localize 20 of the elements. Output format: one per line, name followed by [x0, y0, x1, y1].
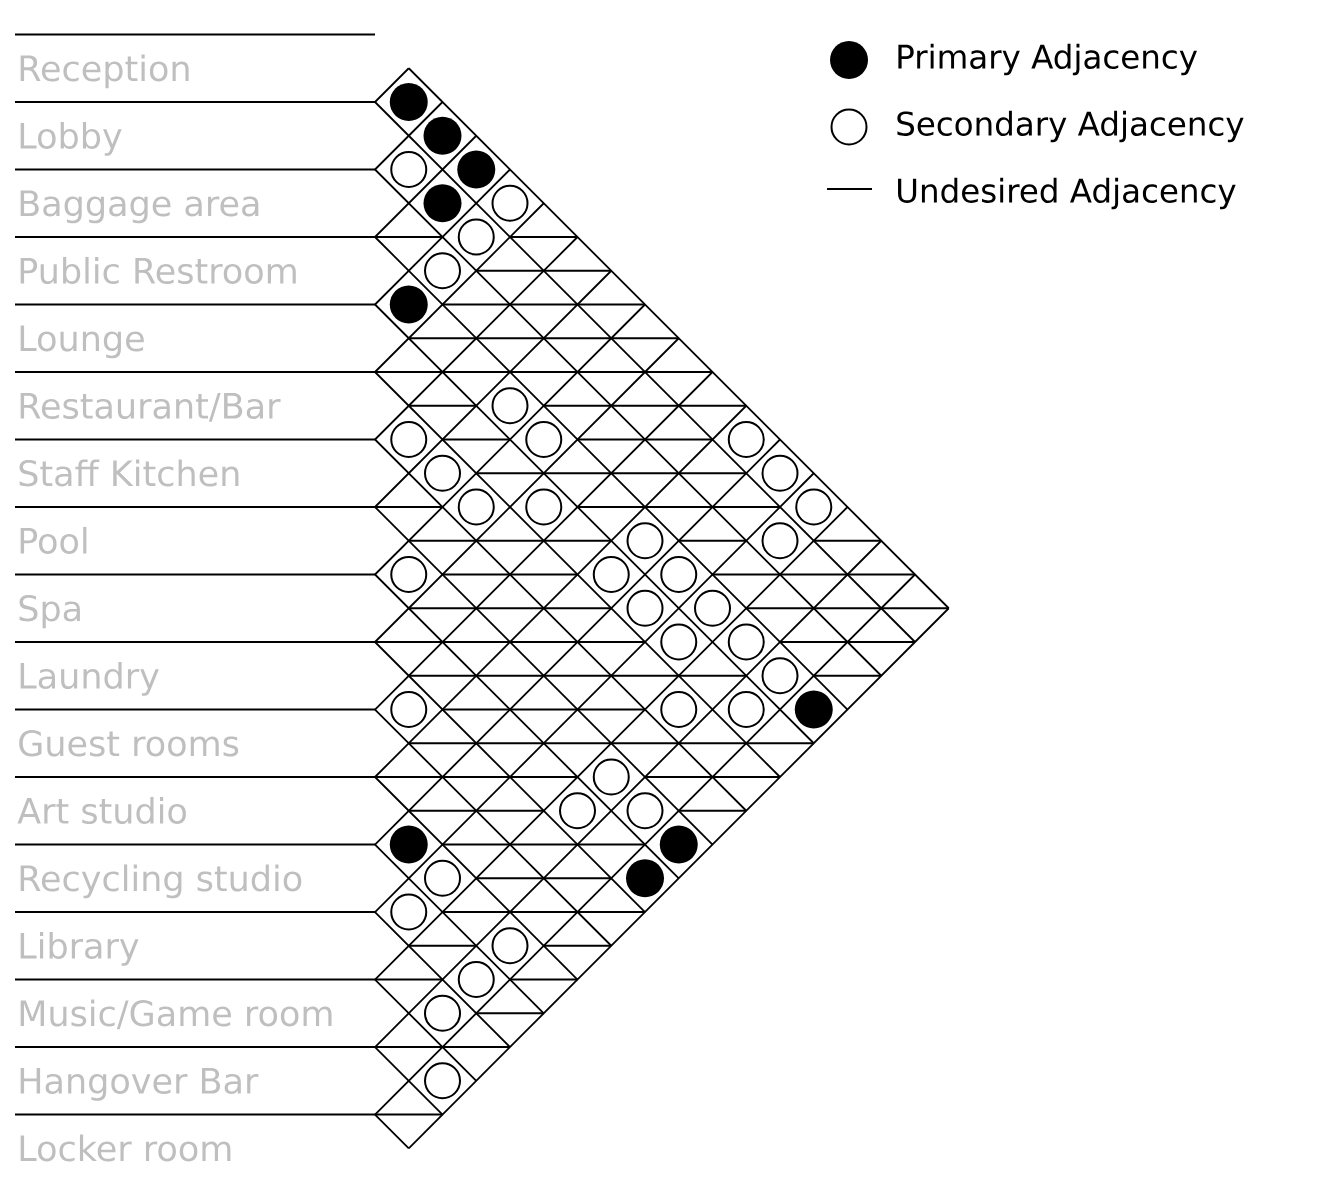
legend-label: Secondary Adjacency — [897, 110, 1244, 143]
room-label: Locker room — [20, 1134, 231, 1162]
room-label: Pool — [20, 526, 87, 554]
legend-label: Undesired Adjacency — [898, 177, 1236, 210]
room-label: Lobby — [20, 121, 122, 156]
room-label: Library — [20, 931, 139, 966]
room-label: Recycling studio — [20, 864, 302, 899]
room-label: Music/Game room — [20, 999, 332, 1030]
room-label: Staff Kitchen — [19, 459, 239, 487]
room-label: Spa — [19, 595, 80, 629]
room-label: Baggage area — [20, 190, 259, 224]
room-label: Restaurant/Bar — [20, 393, 281, 422]
room-label: Reception — [20, 54, 189, 89]
room-label: Lounge — [20, 325, 144, 359]
legend-label: Primary Adjacency — [898, 43, 1197, 76]
room-label: Hangover Bar — [20, 1068, 259, 1101]
room-label: Guest rooms — [19, 730, 239, 757]
room-label: Laundry — [20, 661, 159, 696]
room-label: Public Restroom — [20, 256, 296, 284]
room-label: Art studio — [17, 796, 186, 824]
